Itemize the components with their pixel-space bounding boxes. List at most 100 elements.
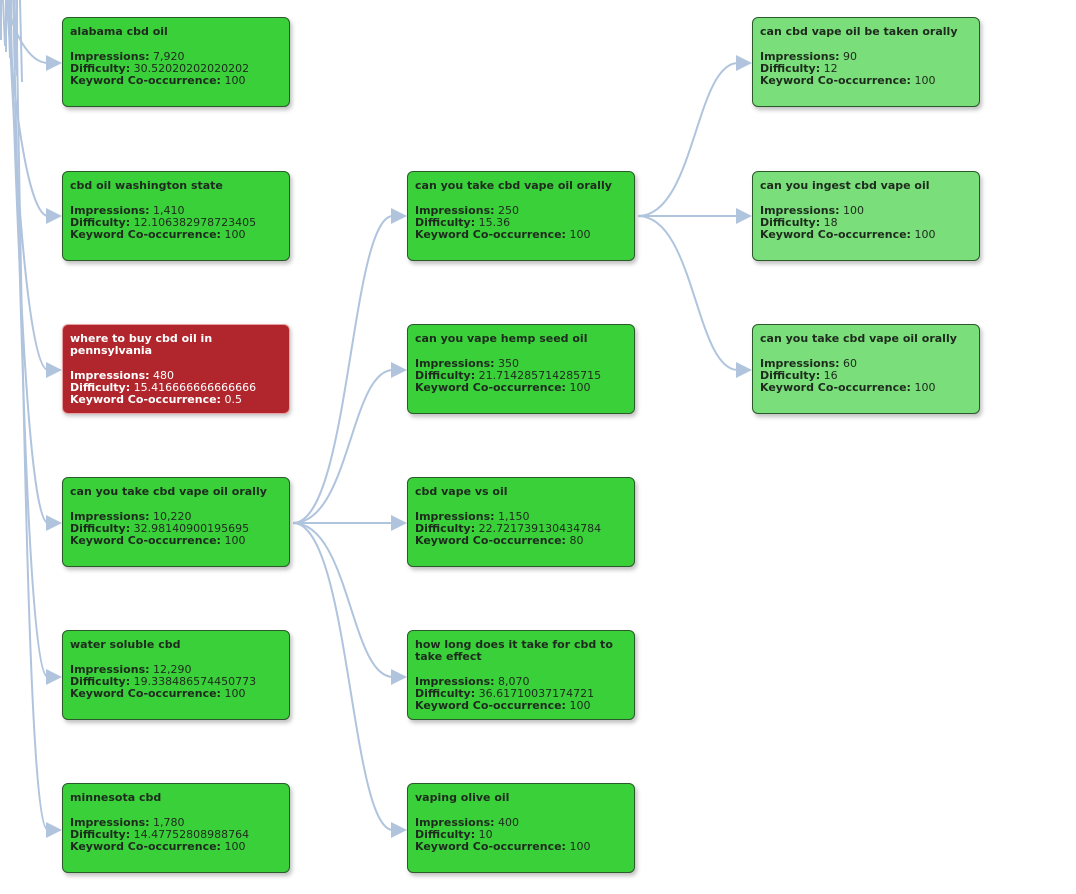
- cooccurrence-label: Keyword Co-occurrence:: [415, 381, 566, 394]
- difficulty-value: 36.61710037174721: [478, 687, 595, 700]
- difficulty-value: 18: [823, 216, 838, 229]
- difficulty-value: 32.98140900195695: [133, 522, 250, 535]
- impressions-value: 350: [498, 357, 520, 370]
- keyword-node[interactable]: can cbd vape oil be taken orally Impress…: [752, 17, 980, 107]
- difficulty-label: Difficulty:: [70, 62, 131, 75]
- cooccurrence-label: Keyword Co-occurrence:: [415, 534, 566, 547]
- keyword-node[interactable]: minnesota cbd Impressions: 1,780 Difficu…: [62, 783, 290, 873]
- difficulty-label: Difficulty:: [415, 522, 476, 535]
- cooccurrence-value: 100: [224, 74, 246, 87]
- keyword-node[interactable]: can you take cbd vape oil orally Impress…: [407, 171, 635, 261]
- cooccurrence-value: 100: [224, 228, 246, 241]
- impressions-value: 12,290: [153, 663, 192, 676]
- keyword-node[interactable]: how long does it take for cbd to take ef…: [407, 630, 635, 720]
- cooccurrence-value: 100: [224, 534, 246, 547]
- difficulty-label: Difficulty:: [415, 828, 476, 841]
- keyword-node[interactable]: water soluble cbd Impressions: 12,290 Di…: [62, 630, 290, 720]
- difficulty-label: Difficulty:: [70, 381, 131, 394]
- tree-edge: [637, 215, 739, 371]
- impressions-label: Impressions:: [415, 816, 495, 829]
- impressions-value: 100: [843, 204, 865, 217]
- difficulty-label: Difficulty:: [70, 675, 131, 688]
- keyword-node[interactable]: can you ingest cbd vape oil Impressions:…: [752, 171, 980, 261]
- edge-arrowhead: [391, 362, 407, 378]
- cooccurrence-label: Keyword Co-occurrence:: [70, 74, 221, 87]
- node-title: water soluble cbd: [70, 638, 181, 651]
- keyword-node[interactable]: can you take cbd vape oil orally Impress…: [62, 477, 290, 567]
- impressions-label: Impressions:: [760, 357, 840, 370]
- difficulty-value: 16: [823, 369, 838, 382]
- cooccurrence-label: Keyword Co-occurrence:: [415, 840, 566, 853]
- edge-arrowhead: [391, 822, 407, 838]
- impressions-value: 8,070: [498, 675, 530, 688]
- difficulty-label: Difficulty:: [760, 62, 821, 75]
- difficulty-label: Difficulty:: [415, 687, 476, 700]
- tree-edge: [292, 369, 394, 524]
- tree-edge: [637, 62, 739, 217]
- node-title: vaping olive oil: [415, 791, 510, 804]
- tree-edge: [292, 522, 394, 678]
- difficulty-value: 22.721739130434784: [478, 522, 602, 535]
- edge-arrowhead: [736, 362, 752, 378]
- impressions-label: Impressions:: [415, 675, 495, 688]
- impressions-value: 60: [843, 357, 858, 370]
- difficulty-value: 12: [823, 62, 838, 75]
- node-title: can you ingest cbd vape oil: [760, 179, 930, 192]
- node-title: can you take cbd vape oil orally: [415, 179, 612, 192]
- difficulty-value: 15.416666666666666: [133, 381, 257, 394]
- difficulty-value: 19.338486574450773: [133, 675, 257, 688]
- node-title: cbd oil washington state: [70, 179, 223, 192]
- keyword-node[interactable]: alabama cbd oil Impressions: 7,920 Diffi…: [62, 17, 290, 107]
- edge-arrowhead: [46, 822, 62, 838]
- cooccurrence-label: Keyword Co-occurrence:: [760, 381, 911, 394]
- difficulty-value: 12.106382978723405: [133, 216, 257, 229]
- edge-arrowhead: [391, 669, 407, 685]
- edge-arrowhead: [736, 208, 752, 224]
- difficulty-label: Difficulty:: [70, 828, 131, 841]
- cooccurrence-label: Keyword Co-occurrence:: [415, 699, 566, 712]
- node-title: can cbd vape oil be taken orally: [760, 25, 958, 38]
- difficulty-value: 21.714285714285715: [478, 369, 602, 382]
- tree-edge: [292, 215, 394, 524]
- impressions-value: 1,150: [498, 510, 530, 523]
- impressions-value: 10,220: [153, 510, 192, 523]
- cooccurrence-label: Keyword Co-occurrence:: [70, 534, 221, 547]
- edge-arrowhead: [46, 55, 62, 71]
- difficulty-label: Difficulty:: [760, 369, 821, 382]
- impressions-label: Impressions:: [70, 510, 150, 523]
- cooccurrence-label: Keyword Co-occurrence:: [70, 687, 221, 700]
- difficulty-value: 10: [478, 828, 493, 841]
- keyword-node[interactable]: can you vape hemp seed oil Impressions: …: [407, 324, 635, 414]
- edge-arrowhead: [391, 515, 407, 531]
- incoming-edge: [2, 0, 6, 47]
- keyword-node[interactable]: vaping olive oil Impressions: 400 Diffic…: [407, 783, 635, 873]
- cooccurrence-value: 100: [569, 381, 591, 394]
- cooccurrence-label: Keyword Co-occurrence:: [70, 840, 221, 853]
- keyword-node-flagged[interactable]: where to buy cbd oil in pennsylvania Imp…: [62, 324, 290, 414]
- incoming-edge: [9, 0, 49, 524]
- impressions-label: Impressions:: [70, 50, 150, 63]
- impressions-value: 90: [843, 50, 858, 63]
- difficulty-label: Difficulty:: [760, 216, 821, 229]
- incoming-edge: [15, 0, 49, 831]
- node-title: can you vape hemp seed oil: [415, 332, 588, 345]
- keyword-node[interactable]: can you take cbd vape oil orally Impress…: [752, 324, 980, 414]
- node-title: how long does it take for cbd to take ef…: [415, 638, 613, 663]
- difficulty-value: 30.52020202020202: [133, 62, 250, 75]
- keyword-node[interactable]: cbd oil washington state Impressions: 1,…: [62, 171, 290, 261]
- impressions-label: Impressions:: [760, 50, 840, 63]
- cooccurrence-value: 100: [914, 381, 936, 394]
- cooccurrence-label: Keyword Co-occurrence:: [415, 228, 566, 241]
- incoming-edge: [7, 0, 11, 59]
- keyword-node[interactable]: cbd vape vs oil Impressions: 1,150 Diffi…: [407, 477, 635, 567]
- impressions-label: Impressions:: [760, 204, 840, 217]
- impressions-value: 400: [498, 816, 520, 829]
- difficulty-label: Difficulty:: [415, 369, 476, 382]
- cooccurrence-value: 100: [569, 699, 591, 712]
- edge-arrowhead: [46, 208, 62, 224]
- incoming-edge: [12, 0, 49, 678]
- cooccurrence-value: 80: [569, 534, 584, 547]
- node-title: alabama cbd oil: [70, 25, 168, 38]
- cooccurrence-value: 100: [569, 840, 591, 853]
